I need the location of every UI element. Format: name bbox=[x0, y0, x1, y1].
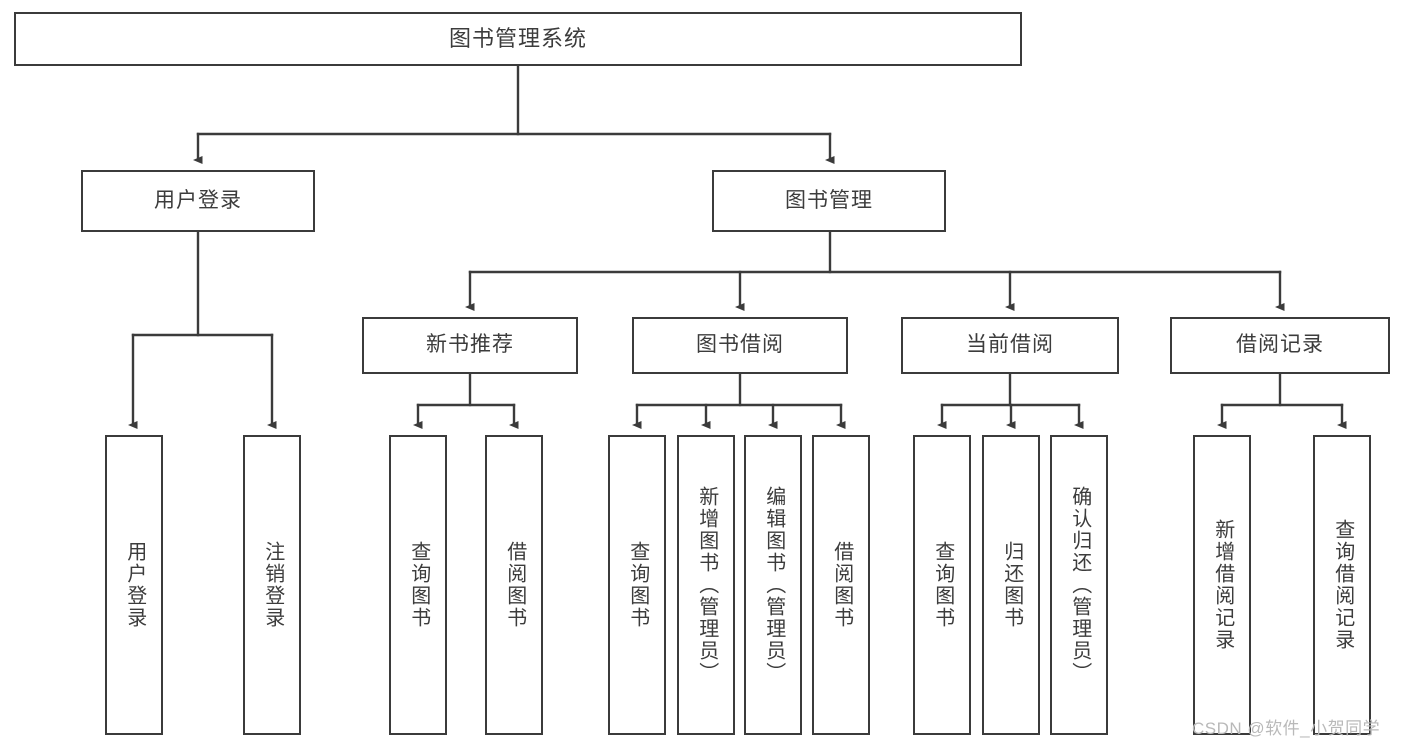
leaf-return-books[interactable]: 归还图书 bbox=[982, 435, 1040, 735]
node-label: 图书管理系统 bbox=[448, 26, 587, 52]
node-label: 确认归还（管理员） bbox=[1068, 486, 1091, 684]
node-new-book-recommend[interactable]: 新书推荐 bbox=[362, 317, 578, 374]
node-label: 借阅记录 bbox=[1236, 333, 1324, 357]
node-label: 用户登录 bbox=[123, 541, 146, 629]
leaf-query-books-borrow[interactable]: 查询图书 bbox=[608, 435, 666, 735]
node-label: 新书推荐 bbox=[426, 333, 514, 357]
leaf-add-book-admin[interactable]: 新增图书（管理员） bbox=[677, 435, 735, 735]
leaf-query-books-current[interactable]: 查询图书 bbox=[913, 435, 971, 735]
node-label: 查询图书 bbox=[407, 541, 430, 629]
node-current-borrow[interactable]: 当前借阅 bbox=[901, 317, 1119, 374]
leaf-query-borrow-record[interactable]: 查询借阅记录 bbox=[1313, 435, 1371, 735]
leaf-confirm-return-admin[interactable]: 确认归还（管理员） bbox=[1050, 435, 1108, 735]
leaf-borrow-books[interactable]: 借阅图书 bbox=[812, 435, 870, 735]
leaf-add-borrow-record[interactable]: 新增借阅记录 bbox=[1193, 435, 1251, 735]
leaf-edit-book-admin[interactable]: 编辑图书（管理员） bbox=[744, 435, 802, 735]
node-label: 编辑图书（管理员） bbox=[762, 486, 785, 684]
node-book-borrow[interactable]: 图书借阅 bbox=[632, 317, 848, 374]
node-label: 借阅图书 bbox=[503, 541, 526, 629]
node-label: 用户登录 bbox=[154, 188, 242, 212]
node-book-management[interactable]: 图书管理 bbox=[712, 170, 946, 232]
leaf-borrow-books-recommend[interactable]: 借阅图书 bbox=[485, 435, 543, 735]
node-label: 归还图书 bbox=[1000, 541, 1023, 629]
leaf-logout[interactable]: 注销登录 bbox=[243, 435, 301, 735]
node-user-login[interactable]: 用户登录 bbox=[81, 170, 315, 232]
node-label: 查询图书 bbox=[626, 541, 649, 629]
node-label: 新增借阅记录 bbox=[1211, 519, 1234, 651]
node-label: 图书借阅 bbox=[696, 333, 784, 357]
leaf-user-login[interactable]: 用户登录 bbox=[105, 435, 163, 735]
node-label: 借阅图书 bbox=[830, 541, 853, 629]
csdn-watermark: CSDN @软件_小贺同学 bbox=[1192, 719, 1381, 738]
node-label: 图书管理 bbox=[785, 188, 873, 212]
node-label: 当前借阅 bbox=[966, 333, 1054, 357]
node-label: 新增图书（管理员） bbox=[695, 486, 718, 684]
node-borrow-records[interactable]: 借阅记录 bbox=[1170, 317, 1390, 374]
leaf-query-books-recommend[interactable]: 查询图书 bbox=[389, 435, 447, 735]
node-label: 查询图书 bbox=[931, 541, 954, 629]
node-label: 查询借阅记录 bbox=[1331, 519, 1354, 651]
node-root-system[interactable]: 图书管理系统 bbox=[14, 12, 1022, 66]
node-label: 注销登录 bbox=[261, 541, 284, 629]
